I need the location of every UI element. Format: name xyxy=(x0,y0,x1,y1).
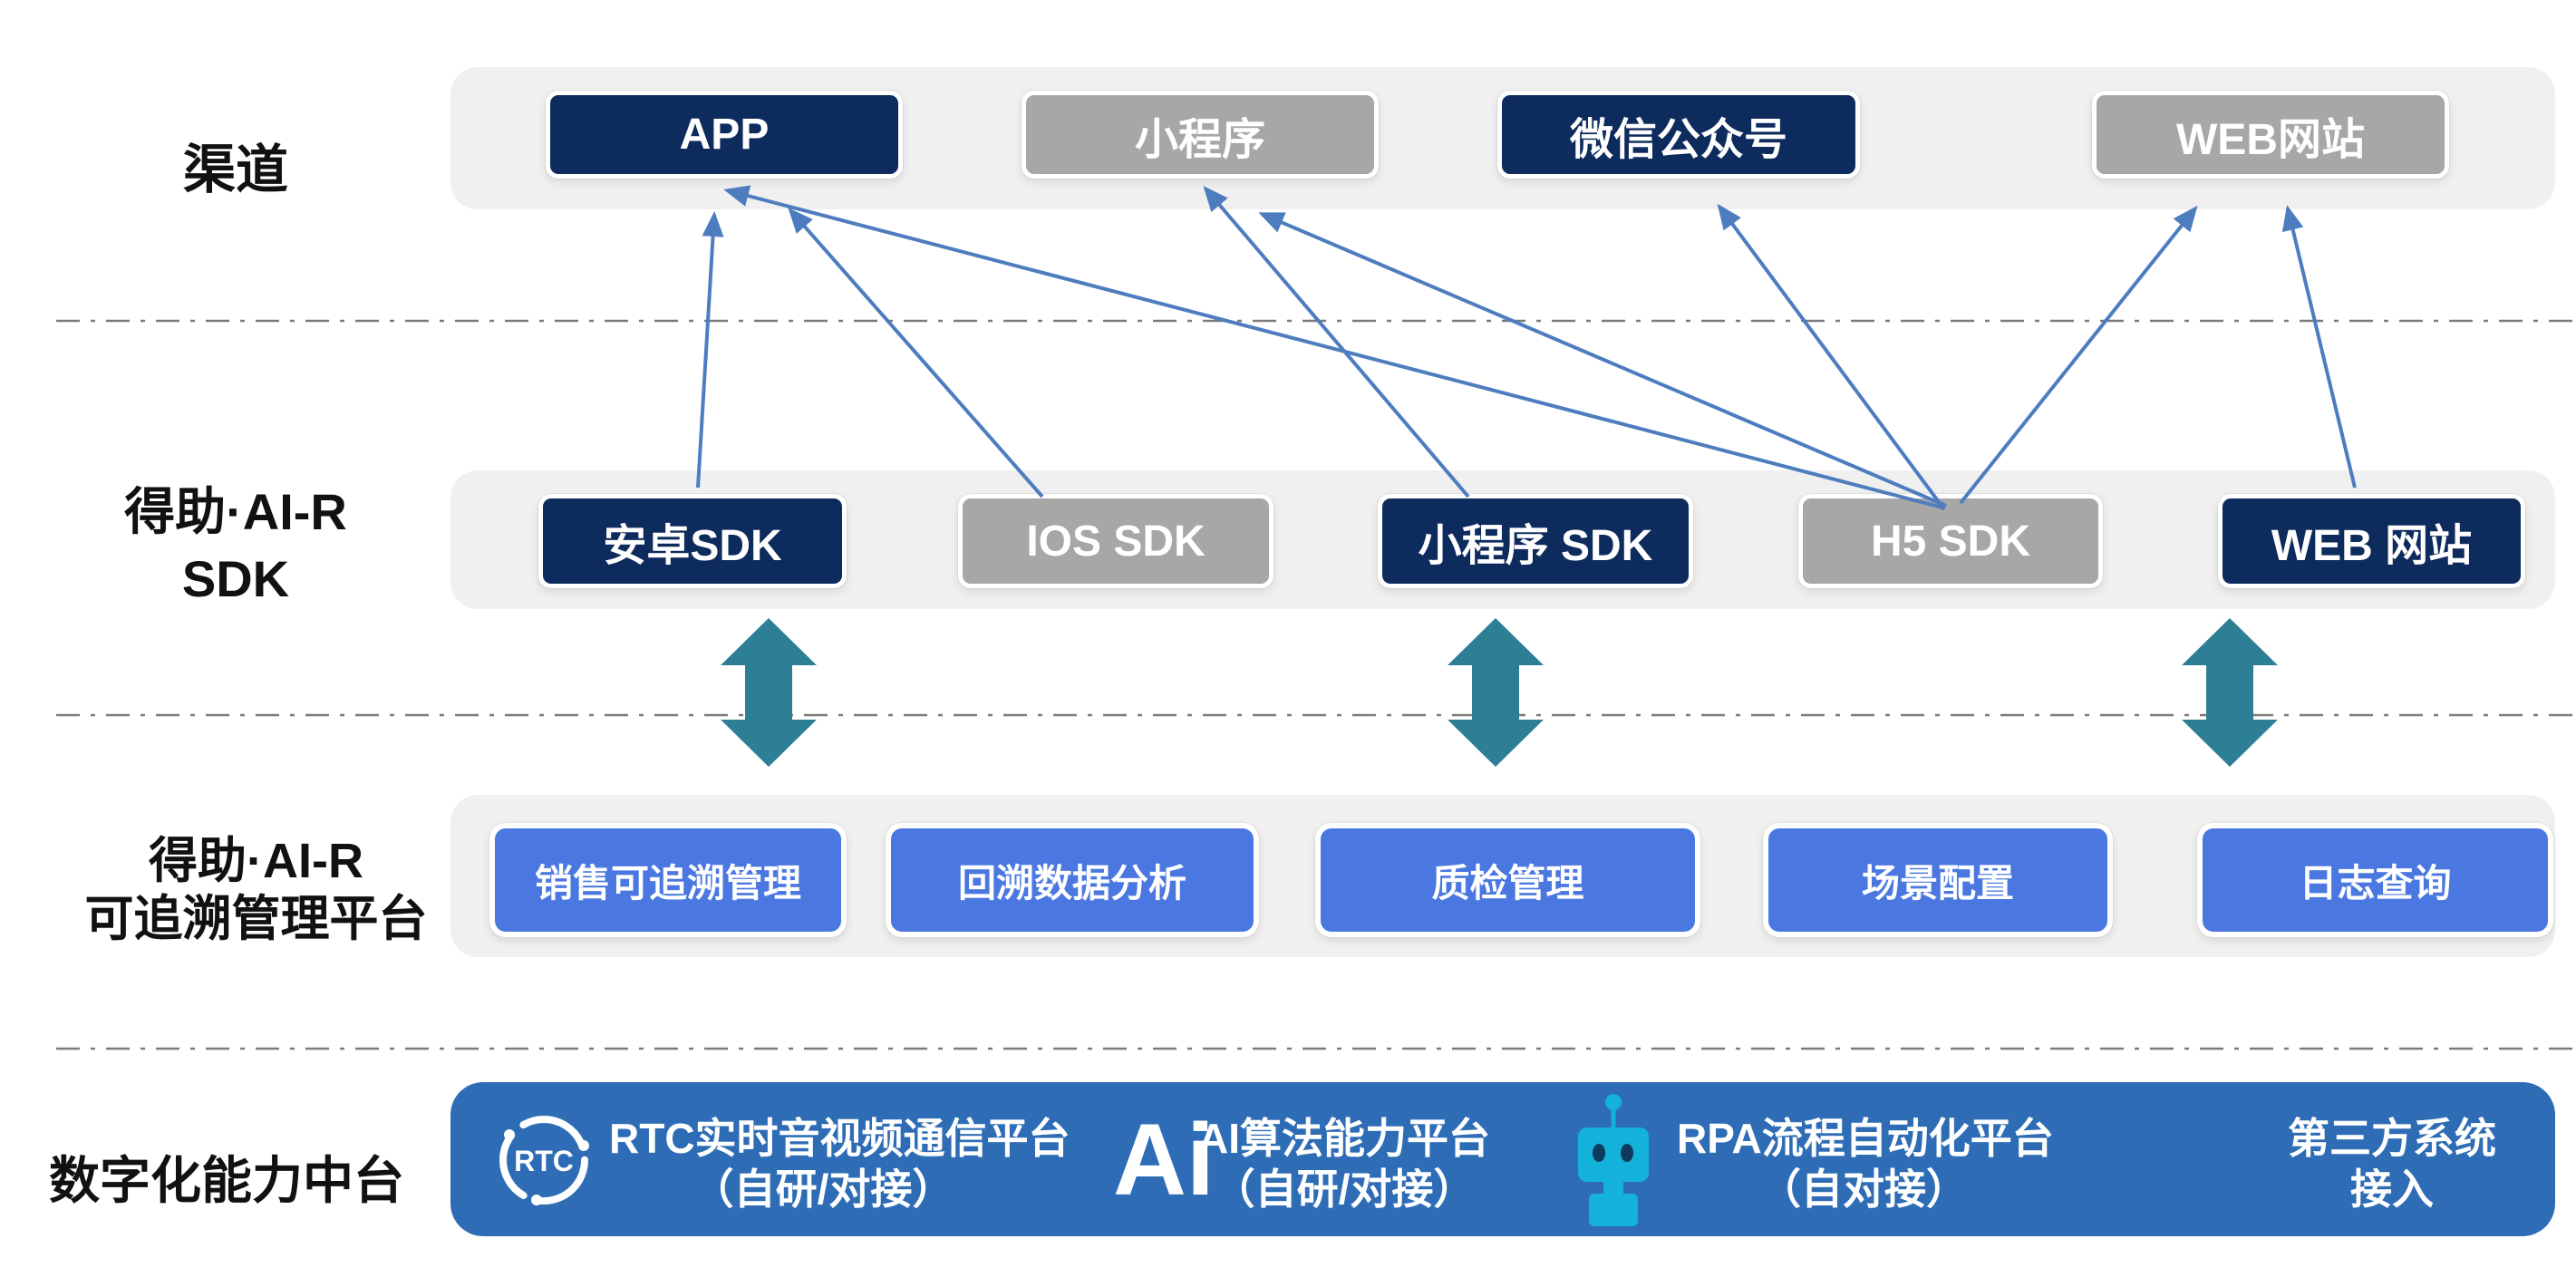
link-sdk-platform-1 xyxy=(721,618,817,767)
edge-miniprogram-sdk-to-miniprogram xyxy=(1203,185,1470,498)
capability-item-rtc-line1: RTC实时音视频通信平台 xyxy=(609,1115,1070,1162)
edge-ios-sdk-to-app xyxy=(788,207,1044,498)
row-label-sdk-line1: 得助·AI-R xyxy=(124,483,347,540)
capability-item-rtc-line2: （自研/对接） xyxy=(692,1166,954,1213)
ai-icon: Ai xyxy=(1113,1103,1215,1216)
edge-h5-sdk-to-app xyxy=(723,185,1943,509)
capability-item-ai-line2: （自研/对接） xyxy=(1213,1166,1476,1213)
capability-item-thirdparty-line1: 第三方系统 xyxy=(2288,1115,2496,1162)
channel-wechat-official: 微信公众号 xyxy=(1497,91,1860,179)
capability-item-thirdparty: 第三方系统 接入 xyxy=(2212,1113,2572,1214)
capability-item-ai: AI算法能力平台 （自研/对接） xyxy=(1195,1113,1494,1214)
row-label-sdk: 得助·AI-R SDK xyxy=(36,479,435,613)
sdk-web: WEB 网站 xyxy=(2218,494,2525,588)
rpa-robot-icon xyxy=(1578,1094,1649,1226)
edge-h5-sdk-to-web xyxy=(1959,205,2198,505)
row-label-platform-line1: 得助·AI-R xyxy=(149,834,363,888)
row-label-platform: 得助·AI-R 可追溯管理平台 xyxy=(27,832,485,948)
edge-h5-sdk-to-miniprogram xyxy=(1258,212,1947,508)
capability-item-rpa-line1: RPA流程自动化平台 xyxy=(1677,1115,2054,1162)
row-label-capability: 数字化能力中台 xyxy=(49,1152,404,1209)
sdk-ios: IOS SDK xyxy=(958,494,1273,588)
row-label-channels: 渠道 xyxy=(182,140,288,199)
link-sdk-platform-3 xyxy=(2182,618,2278,767)
module-sales-trace: 销售可追溯管理 xyxy=(489,823,847,937)
link-sdk-platform-2 xyxy=(1448,618,1544,767)
row-label-platform-line2: 可追溯管理平台 xyxy=(84,892,428,946)
row-label-sdk-line2: SDK xyxy=(181,550,290,607)
sdk-android: 安卓SDK xyxy=(538,494,847,588)
rtc-icon: RTC xyxy=(499,1116,589,1205)
sdk-h5: H5 SDK xyxy=(1798,494,2103,588)
edge-android-sdk-to-app xyxy=(696,211,724,489)
capability-bar xyxy=(450,1082,2555,1236)
module-quality-inspection: 质检管理 xyxy=(1315,823,1700,937)
capability-item-rtc: RTC实时音视频通信平台 （自研/对接） xyxy=(609,1113,1070,1214)
edge-web-sdk-to-web xyxy=(2281,205,2357,489)
module-replay-analysis: 回溯数据分析 xyxy=(886,823,1259,937)
svg-text:RTC: RTC xyxy=(514,1145,574,1177)
channel-miniprogram: 小程序 xyxy=(1022,91,1379,179)
capability-item-rpa-line2: （自对接） xyxy=(1759,1166,1968,1213)
channel-web-site: WEB网站 xyxy=(2092,91,2449,179)
capability-item-rpa: RPA流程自动化平台 （自对接） xyxy=(1677,1113,2054,1214)
module-log-query: 日志查询 xyxy=(2197,823,2553,937)
capability-item-thirdparty-line2: 接入 xyxy=(2350,1166,2434,1213)
edge-h5-sdk-to-wechat xyxy=(1717,203,1946,511)
capability-item-ai-line1: AI算法能力平台 xyxy=(1198,1115,1490,1162)
sdk-miniprogram: 小程序 SDK xyxy=(1378,494,1693,588)
module-scene-config: 场景配置 xyxy=(1763,823,2113,937)
channel-app: APP xyxy=(546,91,903,179)
